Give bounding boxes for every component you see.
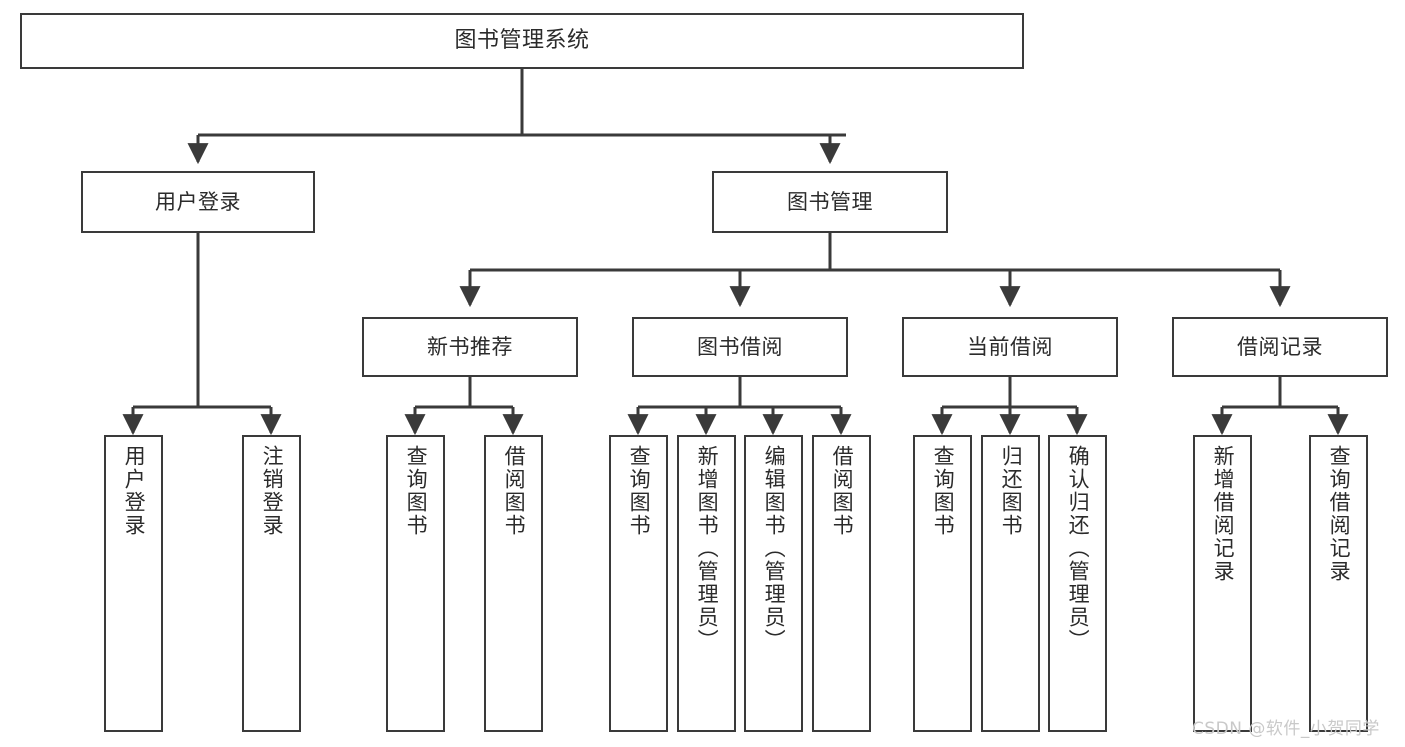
node-label: 归还图书 (999, 445, 1024, 537)
leaf-query-borrowing-record[interactable]: 查询借阅记录 (1309, 435, 1368, 732)
node-label: 新书推荐 (427, 334, 513, 359)
node-label: 编辑图书（管理员） (762, 445, 787, 652)
csdn-watermark: CSDN @软件_小贺同学 (1192, 719, 1380, 739)
leaf-query-book-new-recommendation[interactable]: 查询图书 (386, 435, 445, 732)
node-label: 借阅记录 (1237, 334, 1323, 359)
node-label: 当前借阅 (967, 334, 1053, 359)
leaf-query-book-current[interactable]: 查询图书 (913, 435, 972, 732)
leaf-user-login[interactable]: 用户登录 (104, 435, 163, 732)
node-label: 查询图书 (627, 445, 652, 537)
node-book-borrowing[interactable]: 图书借阅 (632, 317, 848, 377)
node-label: 借阅图书 (502, 445, 527, 537)
node-root-book-management-system[interactable]: 图书管理系统 (20, 13, 1024, 69)
node-book-management[interactable]: 图书管理 (712, 171, 948, 233)
leaf-return-book[interactable]: 归还图书 (981, 435, 1040, 732)
node-label: 查询图书 (404, 445, 429, 537)
node-new-book-recommendation[interactable]: 新书推荐 (362, 317, 578, 377)
leaf-add-book-admin[interactable]: 新增图书（管理员） (677, 435, 736, 732)
leaf-borrow-book-new-recommendation[interactable]: 借阅图书 (484, 435, 543, 732)
leaf-query-book-borrowing[interactable]: 查询图书 (609, 435, 668, 732)
node-label: 注销登录 (260, 445, 285, 537)
node-label: 借阅图书 (830, 445, 855, 537)
node-label: 查询借阅记录 (1327, 445, 1352, 583)
node-current-borrowing[interactable]: 当前借阅 (902, 317, 1118, 377)
leaf-add-borrowing-record[interactable]: 新增借阅记录 (1193, 435, 1252, 732)
node-label: 图书管理系统 (454, 28, 590, 54)
node-label: 图书借阅 (697, 334, 783, 359)
leaf-logout[interactable]: 注销登录 (242, 435, 301, 732)
leaf-borrow-book-borrowing[interactable]: 借阅图书 (812, 435, 871, 732)
node-label: 确认归还（管理员） (1066, 445, 1091, 652)
node-label: 新增借阅记录 (1211, 445, 1236, 583)
node-label: 用户登录 (155, 189, 241, 214)
leaf-confirm-return-admin[interactable]: 确认归还（管理员） (1048, 435, 1107, 732)
node-label: 新增图书（管理员） (695, 445, 720, 652)
node-borrowing-record[interactable]: 借阅记录 (1172, 317, 1388, 377)
leaf-edit-book-admin[interactable]: 编辑图书（管理员） (744, 435, 803, 732)
node-user-login[interactable]: 用户登录 (81, 171, 315, 233)
node-label: 图书管理 (787, 189, 873, 214)
node-label: 查询图书 (931, 445, 956, 537)
node-label: 用户登录 (122, 445, 147, 537)
